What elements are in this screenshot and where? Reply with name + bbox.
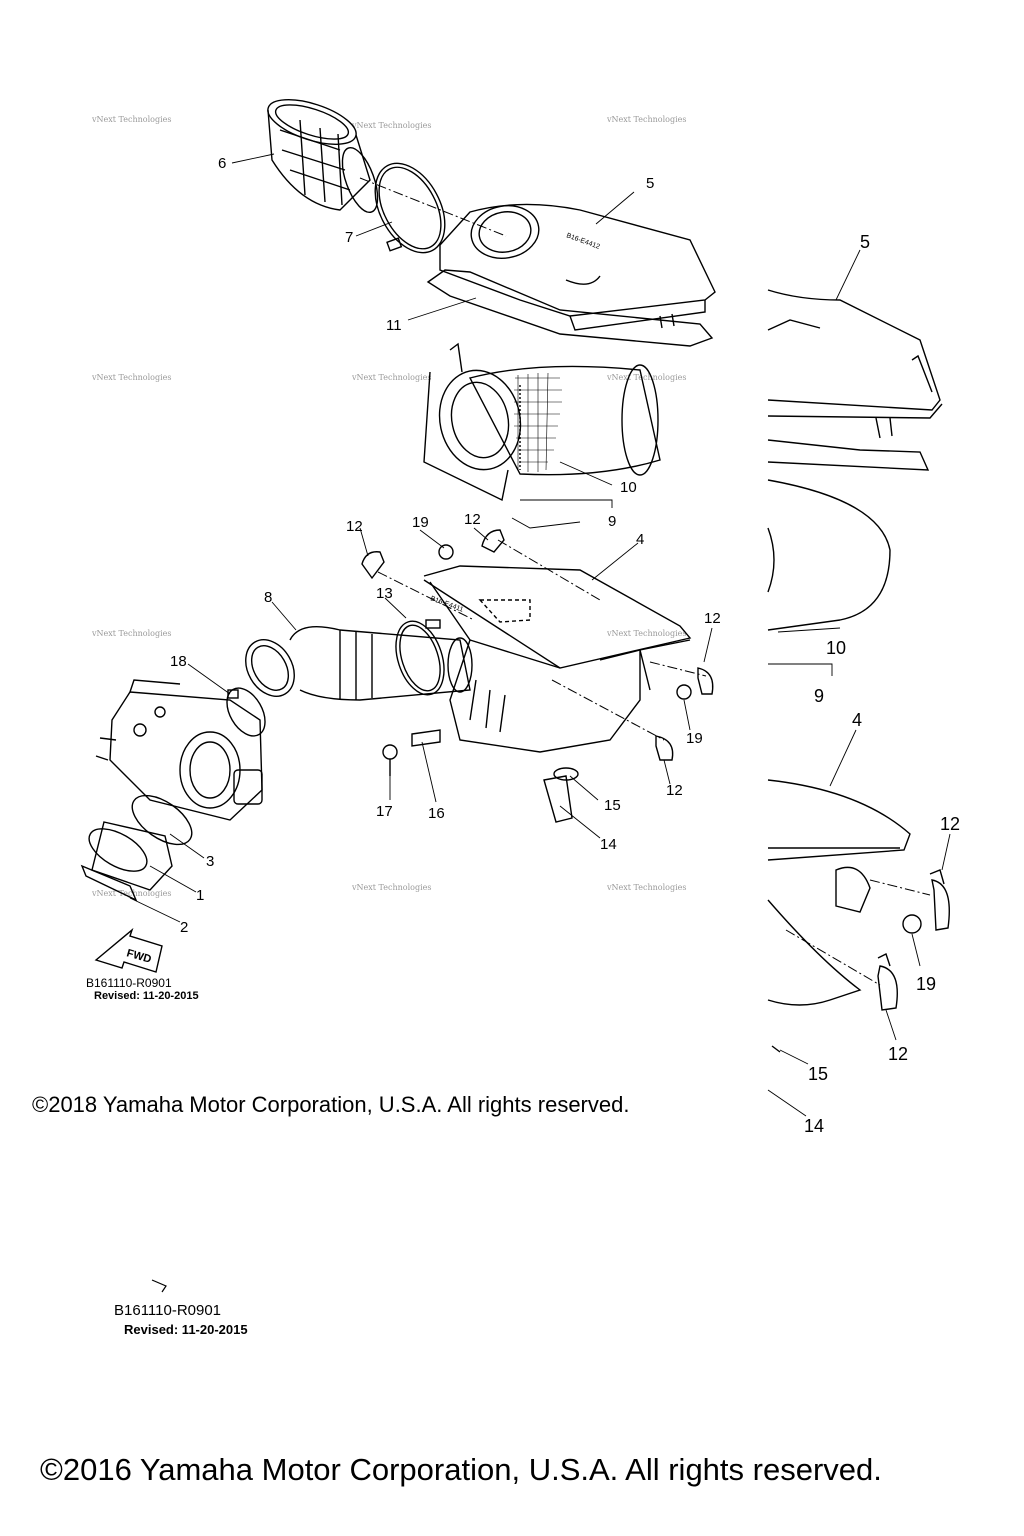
callout-17: 17 [376,803,393,820]
callout-12: 12 [666,782,683,799]
callout-5: 5 [646,175,654,192]
copyright-2018: ©2018 Yamaha Motor Corporation, U.S.A. A… [32,1092,630,1117]
watermark: vNext Technologies [606,373,686,382]
part-8-intake-joint [245,626,473,701]
cover-marking: B16-E4412 [565,232,600,251]
callout-3: 3 [206,853,214,870]
callout-19: 19 [412,514,429,531]
leader-lines [129,153,713,923]
part-19-bolts [438,544,692,700]
part-13-clamp [395,619,445,696]
throttle-body [95,679,263,821]
callout-2: 2 [180,919,188,936]
callout-14: 14 [804,1116,824,1136]
part-7-clamp [374,162,446,254]
callout-9: 9 [814,686,824,706]
part-2-clamp [80,864,138,902]
part-5-cover: B16-E4412 [439,203,716,331]
watermark: vNext Technologies [351,121,431,130]
copyright-2016: ©2016 Yamaha Motor Corporation, U.S.A. A… [40,1452,882,1487]
callout-19: 19 [916,974,936,994]
callout-12: 12 [940,814,960,834]
watermark: vNext Technologies [91,115,171,124]
part-14-drain-hose [543,775,573,823]
part-16-screw [411,729,441,747]
callout-10: 10 [620,479,637,496]
callout-4: 4 [636,531,644,548]
callout-11: 11 [386,317,402,334]
watermark: vNext Technologies [351,373,431,382]
callout-14: 14 [600,836,617,853]
part-10-filter-element [423,342,661,502]
assembly-lines [359,177,707,741]
callouts-inset: 5 10 9 4 12 19 12 15 14 [804,232,960,1136]
part-18-clamp [226,687,266,737]
arrow-fragment [151,1279,167,1293]
callout-9: 9 [608,513,616,530]
watermark: vNext Technologies [91,629,171,638]
callouts-main: 6 7 5 11 10 9 12 19 12 4 8 13 18 12 19 1… [170,155,721,936]
callout-12: 12 [888,1044,908,1064]
callout-13: 13 [376,585,393,602]
callout-12: 12 [464,511,481,528]
inset-detail [767,249,951,1117]
watermark: vNext Technologies [606,629,686,638]
revised-date-lower: Revised: 11-20-2015 [124,1322,248,1337]
callout-7: 7 [345,229,353,246]
watermark: vNext Technologies [606,883,686,892]
callout-4: 4 [852,710,862,730]
callout-6: 6 [218,155,226,172]
callout-19: 19 [686,730,703,747]
watermark: vNext Technologies [606,115,686,124]
callout-1: 1 [196,887,204,904]
case-marking: B16-E4411 [429,595,464,613]
callout-5: 5 [860,232,870,252]
watermark: vNext Technologies [351,883,431,892]
watermarks: vNext Technologies vNext Technologies vN… [91,115,686,898]
part-15-hose-clip [553,767,579,781]
callout-15: 15 [808,1064,828,1084]
callout-18: 18 [170,653,187,670]
part-6-intake-duct [267,99,379,214]
part-12-clips [361,529,714,761]
revised-date: Revised: 11-20-2015 [94,990,199,1002]
callout-8: 8 [264,589,272,606]
part-1-joint [88,821,173,891]
watermark: vNext Technologies [91,889,171,898]
part-11-gasket [426,269,714,347]
callout-16: 16 [428,805,445,822]
drawing-code: B161110-R0901 [86,976,172,990]
watermark: vNext Technologies [91,373,171,382]
callout-10: 10 [826,638,846,658]
fwd-arrow: FWD [94,927,163,973]
callout-15: 15 [604,797,621,814]
drawing-code-lower: B161110-R0901 [114,1302,222,1319]
part-3-clamp [131,794,193,846]
callout-12: 12 [346,518,363,535]
callout-12: 12 [704,610,721,627]
